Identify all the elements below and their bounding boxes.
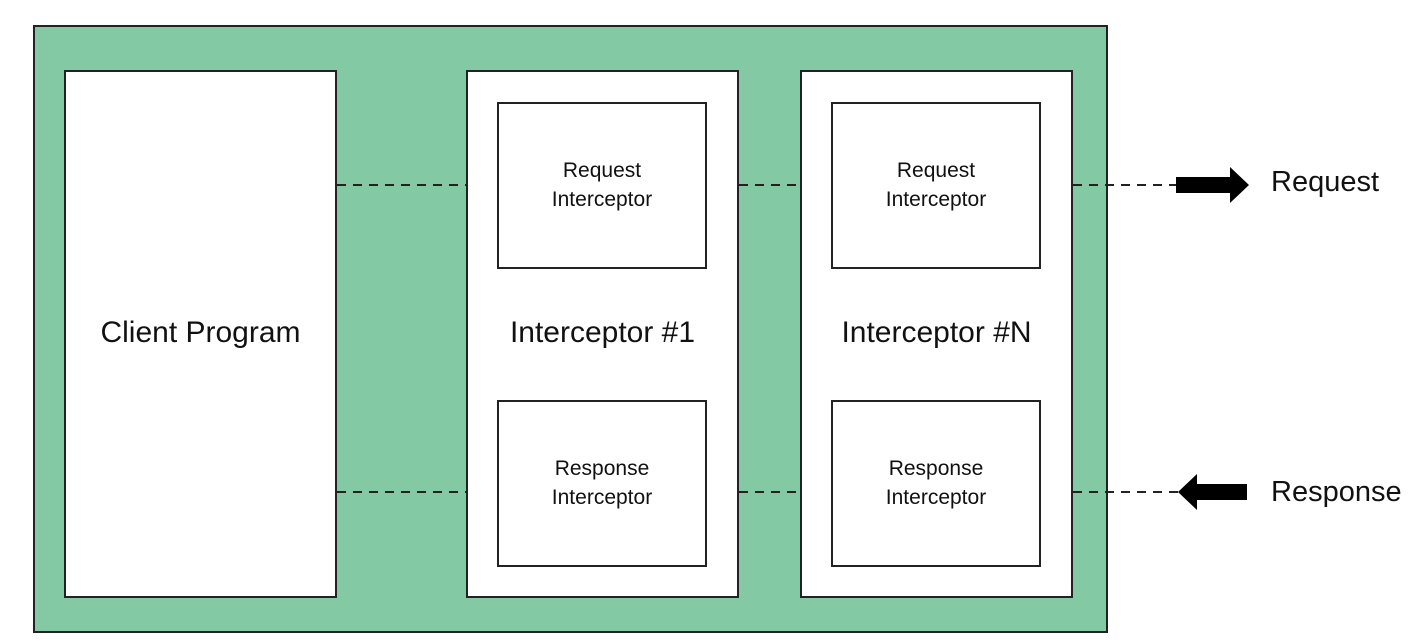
request-arrow-icon [1176, 167, 1249, 203]
interceptor-n-response-box: Response Interceptor [831, 400, 1041, 567]
request-label: Request [1271, 166, 1380, 198]
interceptor-n-request-box: Request Interceptor [831, 102, 1041, 269]
interceptor-1-label: Interceptor #1 [509, 316, 696, 349]
interceptor-1-response-box: Response Interceptor [497, 400, 707, 567]
client-program-box [64, 70, 337, 598]
response-arrow-icon [1178, 474, 1247, 510]
client-program-label: Client Program [100, 316, 301, 349]
response-label: Response [1271, 476, 1402, 508]
interceptor-1-request-box: Request Interceptor [497, 102, 707, 269]
interceptor-n-label: Interceptor #N [841, 316, 1032, 349]
